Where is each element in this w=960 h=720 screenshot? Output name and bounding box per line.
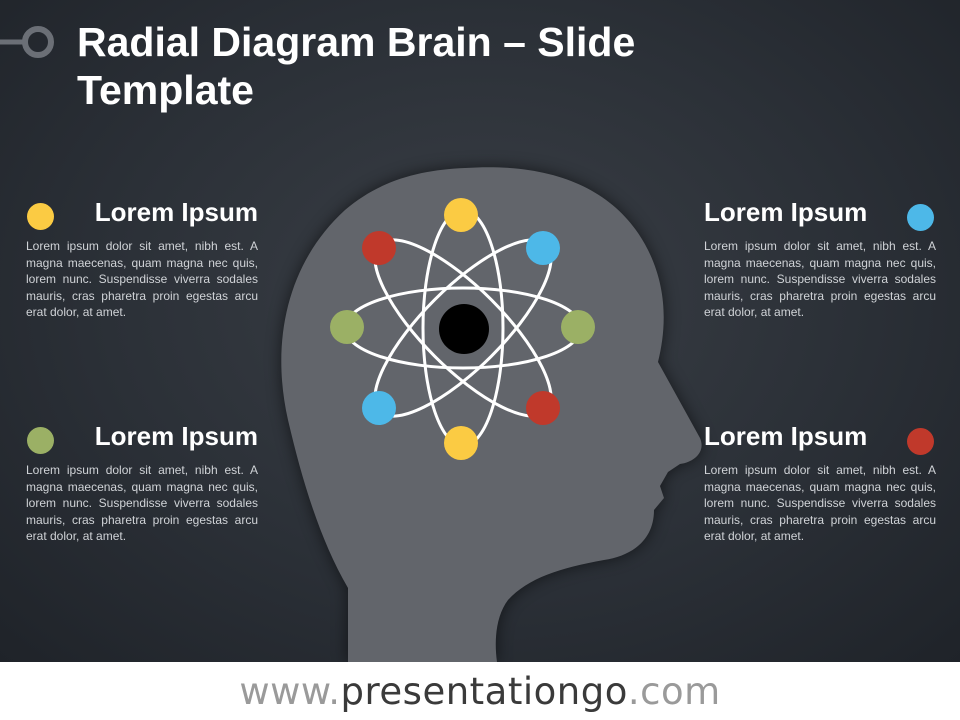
- node-yellow-bottom: [444, 426, 478, 460]
- text-block-top-left: Lorem Ipsum Lorem ipsum dolor sit amet, …: [26, 197, 258, 321]
- node-yellow-top: [444, 198, 478, 232]
- text-block-bottom-left: Lorem Ipsum Lorem ipsum dolor sit amet, …: [26, 421, 258, 545]
- footer-brand: presentationgo: [340, 669, 628, 713]
- node-green-right: [561, 310, 595, 344]
- block-heading: Lorem Ipsum: [704, 197, 868, 227]
- block-heading: Lorem Ipsum: [94, 197, 258, 227]
- node-green-left: [330, 310, 364, 344]
- block-body: Lorem ipsum dolor sit amet, nibh est. A …: [26, 239, 258, 319]
- decorative-ring-icon: [0, 26, 54, 58]
- marker-dot-yellow: [27, 203, 54, 230]
- block-body: Lorem ipsum dolor sit amet, nibh est. A …: [704, 463, 936, 543]
- block-body: Lorem ipsum dolor sit amet, nibh est. A …: [704, 239, 936, 319]
- node-blue-upper-right: [526, 231, 560, 265]
- footer-suffix: .com: [627, 669, 721, 713]
- nucleus: [439, 304, 489, 354]
- page-title: Radial Diagram Brain – Slide Template: [77, 19, 636, 113]
- node-red-upper-left: [362, 231, 396, 265]
- node-red-lower-right: [526, 391, 560, 425]
- block-heading: Lorem Ipsum: [704, 421, 868, 451]
- block-body: Lorem ipsum dolor sit amet, nibh est. A …: [26, 463, 258, 543]
- slide: Radial Diagram Brain – Slide Template Lo…: [0, 0, 960, 662]
- block-heading: Lorem Ipsum: [94, 421, 258, 451]
- brain-radial-diagram: [281, 167, 702, 662]
- node-blue-lower-left: [362, 391, 396, 425]
- footer-prefix: www.: [239, 669, 341, 713]
- footer-url: www.presentationgo.com: [0, 662, 960, 720]
- marker-dot-blue: [907, 204, 934, 231]
- marker-dot-red: [907, 428, 934, 455]
- marker-dot-green: [27, 427, 54, 454]
- text-block-top-right: Lorem Ipsum Lorem ipsum dolor sit amet, …: [704, 197, 936, 321]
- text-block-bottom-right: Lorem Ipsum Lorem ipsum dolor sit amet, …: [704, 421, 936, 545]
